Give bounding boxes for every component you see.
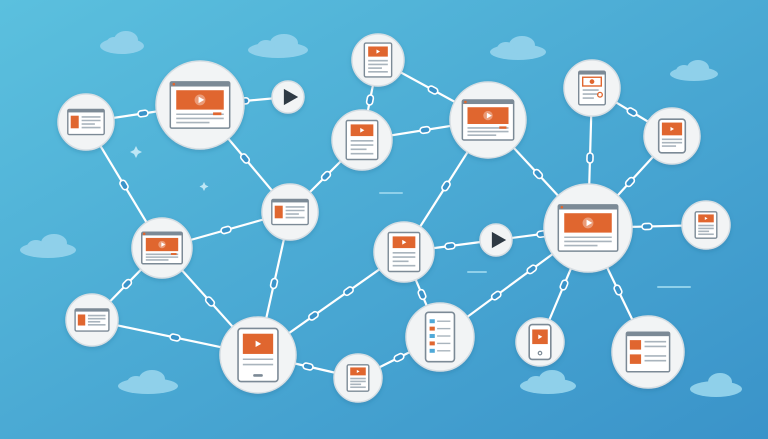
play-triangle-icon bbox=[376, 49, 381, 54]
link-connector-icon bbox=[320, 170, 332, 182]
link-connector-icon bbox=[490, 290, 502, 301]
cloud-icon bbox=[100, 31, 144, 54]
network-node bbox=[65, 293, 119, 347]
play-button-icon bbox=[491, 231, 507, 249]
network-node bbox=[405, 302, 475, 372]
link-connector-icon bbox=[419, 125, 431, 135]
play-triangle-icon bbox=[198, 96, 205, 104]
link-connector-icon bbox=[526, 264, 538, 275]
link-connector-icon bbox=[204, 296, 216, 307]
play-button-icon bbox=[283, 88, 299, 106]
link-connector-icon bbox=[119, 179, 129, 191]
document-icon bbox=[387, 231, 421, 273]
cloud-icon bbox=[490, 36, 546, 60]
network-node bbox=[271, 80, 305, 114]
link-connector-icon bbox=[308, 310, 319, 321]
article-icon bbox=[625, 331, 671, 373]
video-player-icon bbox=[169, 81, 231, 129]
network-node bbox=[331, 109, 393, 171]
mobile-phone-icon bbox=[424, 311, 456, 363]
cloud-icon bbox=[690, 373, 742, 397]
link-connector-icon bbox=[137, 109, 149, 118]
link-connector-icon bbox=[427, 85, 439, 95]
play-triangle-icon bbox=[161, 242, 166, 247]
play-triangle-icon bbox=[586, 219, 593, 227]
link-connector-icon bbox=[239, 153, 251, 164]
tablet-icon bbox=[657, 118, 687, 154]
link-connector-icon bbox=[444, 241, 456, 251]
network-node bbox=[373, 221, 435, 283]
link-connector-icon bbox=[393, 352, 405, 363]
link-connector-icon bbox=[613, 284, 623, 296]
network-node bbox=[611, 315, 685, 389]
video-player-icon bbox=[141, 231, 183, 265]
network-node bbox=[333, 353, 383, 403]
link-connector-icon bbox=[626, 107, 638, 117]
network-node bbox=[479, 223, 513, 257]
cloud-icon bbox=[118, 370, 178, 394]
document-icon bbox=[694, 211, 718, 239]
network-node bbox=[543, 183, 633, 273]
cloud-icon bbox=[670, 60, 718, 81]
network-node bbox=[219, 316, 297, 394]
play-triangle-icon bbox=[356, 369, 360, 373]
web-page-icon bbox=[271, 198, 309, 226]
network-node bbox=[643, 107, 701, 165]
tablet-icon bbox=[237, 327, 279, 383]
link-connector-icon bbox=[532, 168, 544, 180]
network-node bbox=[563, 59, 621, 117]
play-triangle-icon bbox=[486, 112, 492, 119]
link-connector-icon bbox=[586, 152, 594, 164]
cloud-icon bbox=[248, 34, 308, 58]
mobile-phone-icon bbox=[528, 323, 552, 361]
cloud-layer bbox=[20, 31, 742, 397]
link-connector-icon bbox=[302, 362, 314, 371]
link-connector-icon bbox=[269, 277, 279, 290]
cloud-icon bbox=[520, 370, 576, 394]
network-node bbox=[515, 317, 565, 367]
network-node bbox=[681, 200, 731, 250]
link-connector-icon bbox=[641, 222, 653, 231]
network-node bbox=[57, 93, 115, 151]
video-player-icon bbox=[557, 204, 619, 252]
network-node bbox=[155, 60, 245, 150]
network-node bbox=[449, 81, 527, 159]
play-triangle-icon bbox=[704, 216, 708, 220]
play-triangle-icon bbox=[670, 126, 675, 131]
link-connector-icon bbox=[121, 278, 133, 290]
article-icon bbox=[578, 70, 607, 106]
link-connector-icon bbox=[441, 180, 451, 192]
node-layer bbox=[57, 33, 731, 403]
document-icon bbox=[345, 119, 379, 161]
decoration-layer bbox=[379, 192, 691, 288]
play-triangle-icon bbox=[283, 88, 299, 106]
cloud-icon bbox=[20, 234, 76, 258]
play-triangle-icon bbox=[360, 127, 365, 133]
network-node bbox=[131, 217, 193, 279]
play-triangle-icon bbox=[255, 340, 262, 348]
link-connector-icon bbox=[343, 286, 354, 297]
link-connector-icon bbox=[559, 279, 569, 291]
web-page-icon bbox=[74, 308, 110, 332]
video-player-icon bbox=[461, 99, 515, 141]
link-connector-icon bbox=[169, 333, 181, 342]
play-triangle-icon bbox=[402, 239, 407, 245]
play-triangle-icon bbox=[538, 334, 543, 340]
sparkle-icon bbox=[130, 146, 209, 191]
link-connector-icon bbox=[624, 176, 636, 188]
network-node bbox=[261, 183, 319, 241]
link-connector-icon bbox=[417, 288, 427, 301]
network-node bbox=[351, 33, 405, 87]
play-triangle-icon bbox=[491, 231, 507, 249]
document-icon bbox=[363, 42, 393, 78]
web-page-icon bbox=[67, 108, 105, 136]
link-connector-icon bbox=[220, 225, 232, 235]
link-connector-icon bbox=[365, 94, 375, 106]
document-icon bbox=[346, 364, 370, 392]
